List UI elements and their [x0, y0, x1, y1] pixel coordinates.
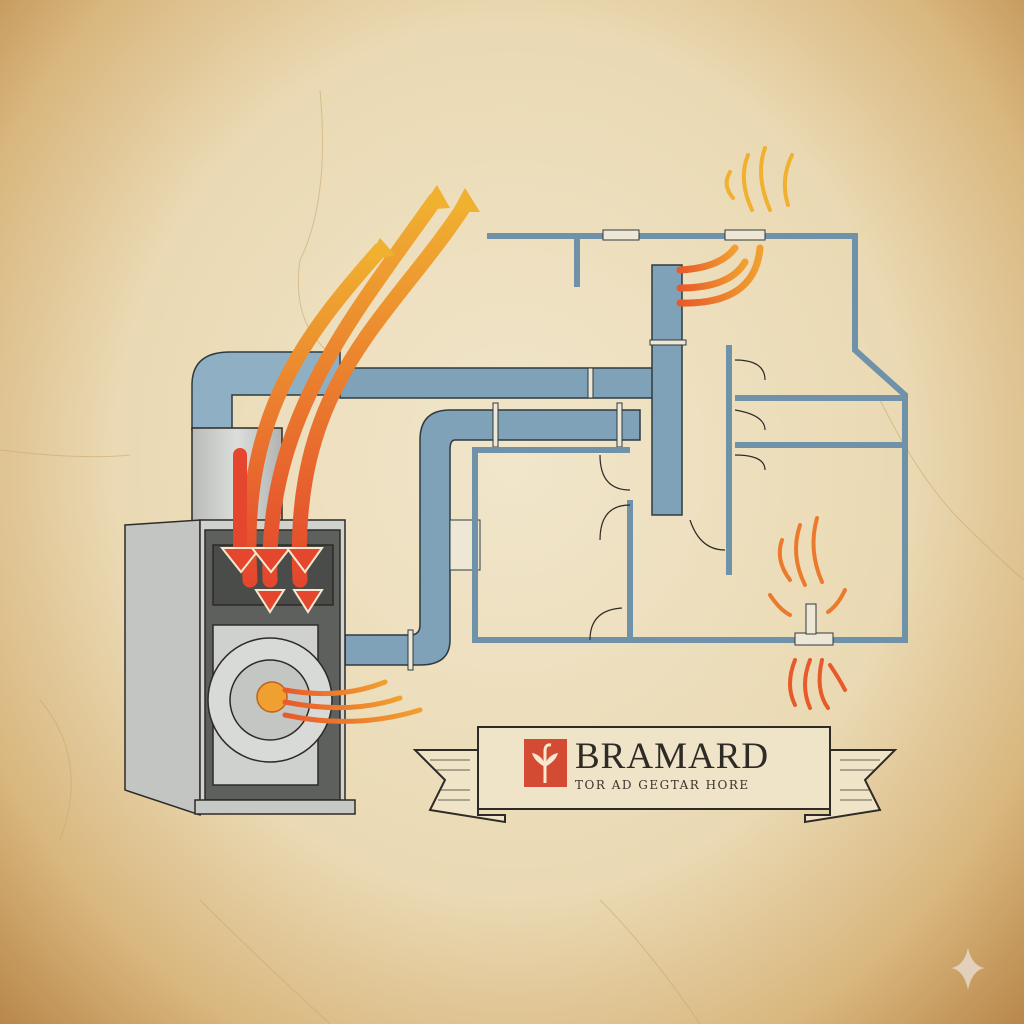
door-swings: [589, 359, 766, 641]
banner-text: BRAMARD TOR AD GEGTAR HORE: [575, 736, 770, 793]
sparkle-icon: [951, 948, 985, 990]
brand-name: BRAMARD: [575, 736, 770, 777]
hot-air-arrows: [233, 192, 473, 588]
floor-plan: [472, 233, 908, 643]
brand-tagline: TOR AD GEGTAR HORE: [575, 778, 750, 792]
paper-cracks: [0, 89, 1024, 1024]
heat-waves: [724, 146, 847, 710]
plant-sprout-icon: [524, 739, 567, 787]
warm-airflow-arrows: [282, 679, 423, 724]
ductwork: [191, 264, 683, 666]
